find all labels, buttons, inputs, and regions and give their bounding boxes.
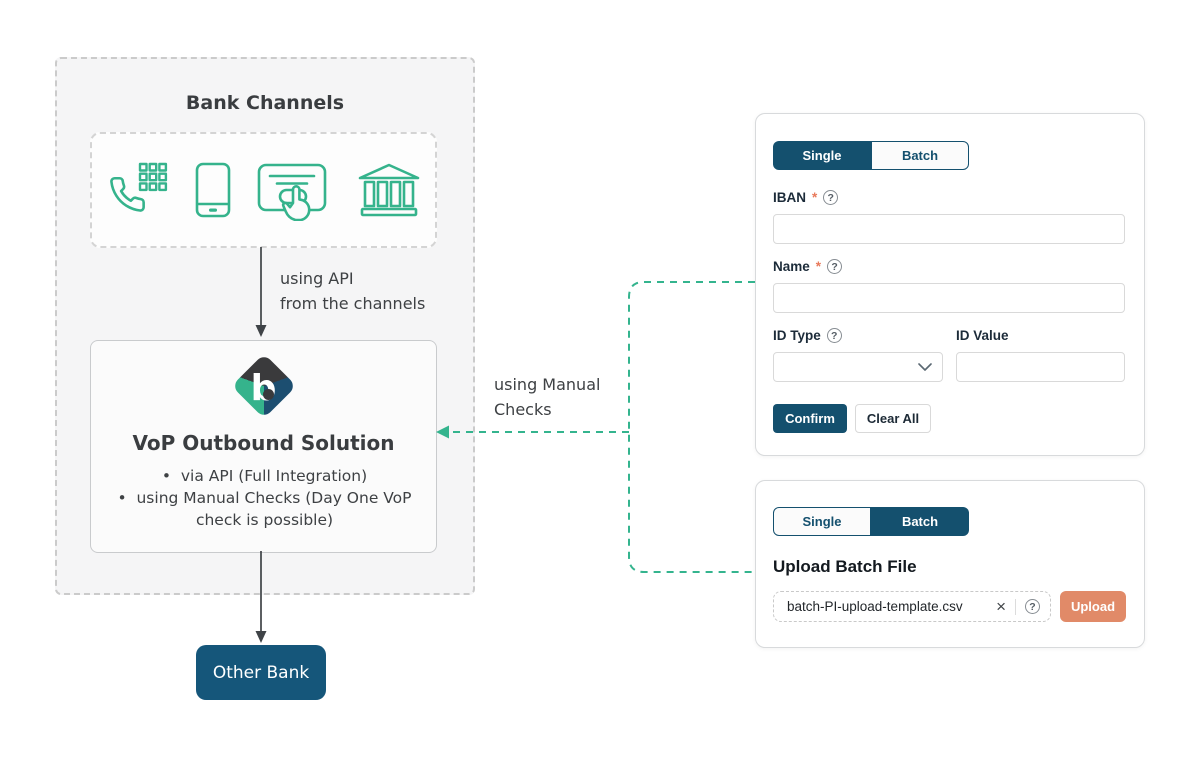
file-help-icon[interactable]: ? bbox=[1025, 599, 1040, 614]
batch-panel-tabs: Single Batch bbox=[773, 507, 969, 536]
batch-check-panel: Single Batch Upload Batch File batch-PI-… bbox=[755, 480, 1145, 648]
name-input[interactable] bbox=[773, 283, 1125, 313]
vop-logo-dot-icon bbox=[262, 389, 274, 400]
iban-input[interactable] bbox=[773, 214, 1125, 244]
iban-required-marker: * bbox=[812, 190, 818, 205]
vop-bullet-api: via API (Full Integration) bbox=[100, 465, 429, 487]
tab-batch[interactable]: Batch bbox=[871, 507, 969, 536]
vop-logo: b bbox=[230, 353, 297, 419]
vop-bullet-list: via API (Full Integration) using Manual … bbox=[100, 465, 429, 531]
confirm-button[interactable]: Confirm bbox=[773, 404, 847, 433]
upload-batch-heading: Upload Batch File bbox=[773, 557, 917, 576]
clear-file-icon[interactable]: × bbox=[996, 597, 1006, 616]
clear-all-button[interactable]: Clear All bbox=[855, 404, 931, 433]
id-type-help-icon[interactable]: ? bbox=[826, 328, 842, 343]
bank-building-icon bbox=[357, 163, 421, 217]
filebox-divider bbox=[1015, 598, 1016, 615]
chevron-down-icon bbox=[918, 363, 932, 371]
upload-button[interactable]: Upload bbox=[1060, 591, 1126, 622]
vop-title: VoP Outbound Solution bbox=[132, 431, 395, 455]
id-type-label-row: ID Type ? bbox=[773, 328, 842, 343]
id-value-label: ID Value bbox=[956, 328, 1009, 343]
vop-solution-node: b VoP Outbound Solution via API (Full In… bbox=[90, 340, 437, 553]
manual-checks-dashed-connector bbox=[448, 281, 755, 573]
channels-icon-box bbox=[90, 132, 437, 248]
tab-single[interactable]: Single bbox=[773, 141, 871, 170]
mobile-phone-icon bbox=[195, 162, 231, 218]
api-arrow-label: using API from the channels bbox=[280, 269, 426, 313]
iban-help-icon[interactable]: ? bbox=[823, 190, 839, 205]
bank-channels-container: Bank Channels bbox=[55, 57, 475, 595]
id-value-input[interactable] bbox=[956, 352, 1125, 382]
id-type-label: ID Type bbox=[773, 328, 821, 343]
id-value-label-row: ID Value bbox=[956, 328, 1009, 343]
tab-single[interactable]: Single bbox=[773, 507, 871, 536]
single-check-panel: Single Batch IBAN * ? Name * ? ID Type ?… bbox=[755, 113, 1145, 456]
iban-label-row: IBAN * ? bbox=[773, 190, 839, 205]
batch-file-field[interactable]: batch-PI-upload-template.csv × ? bbox=[773, 591, 1051, 622]
vop-bullet-manual: using Manual Checks (Day One VoP check i… bbox=[100, 487, 429, 531]
name-help-icon[interactable]: ? bbox=[827, 259, 843, 274]
card-tap-icon bbox=[257, 159, 331, 221]
other-bank-node: Other Bank bbox=[196, 645, 326, 700]
batch-file-name: batch-PI-upload-template.csv bbox=[787, 599, 963, 614]
name-label-row: Name * ? bbox=[773, 259, 843, 274]
iban-label: IBAN bbox=[773, 190, 806, 205]
id-type-select[interactable] bbox=[773, 352, 943, 382]
vop-logo-letter: b bbox=[250, 367, 277, 409]
name-label: Name bbox=[773, 259, 810, 274]
manual-checks-label: using Manual Checks bbox=[494, 375, 601, 419]
bank-channels-title: Bank Channels bbox=[185, 92, 345, 114]
phone-keypad-icon bbox=[107, 162, 169, 218]
name-required-marker: * bbox=[815, 259, 822, 274]
single-panel-tabs: Single Batch bbox=[773, 141, 969, 170]
tab-batch[interactable]: Batch bbox=[871, 141, 969, 170]
